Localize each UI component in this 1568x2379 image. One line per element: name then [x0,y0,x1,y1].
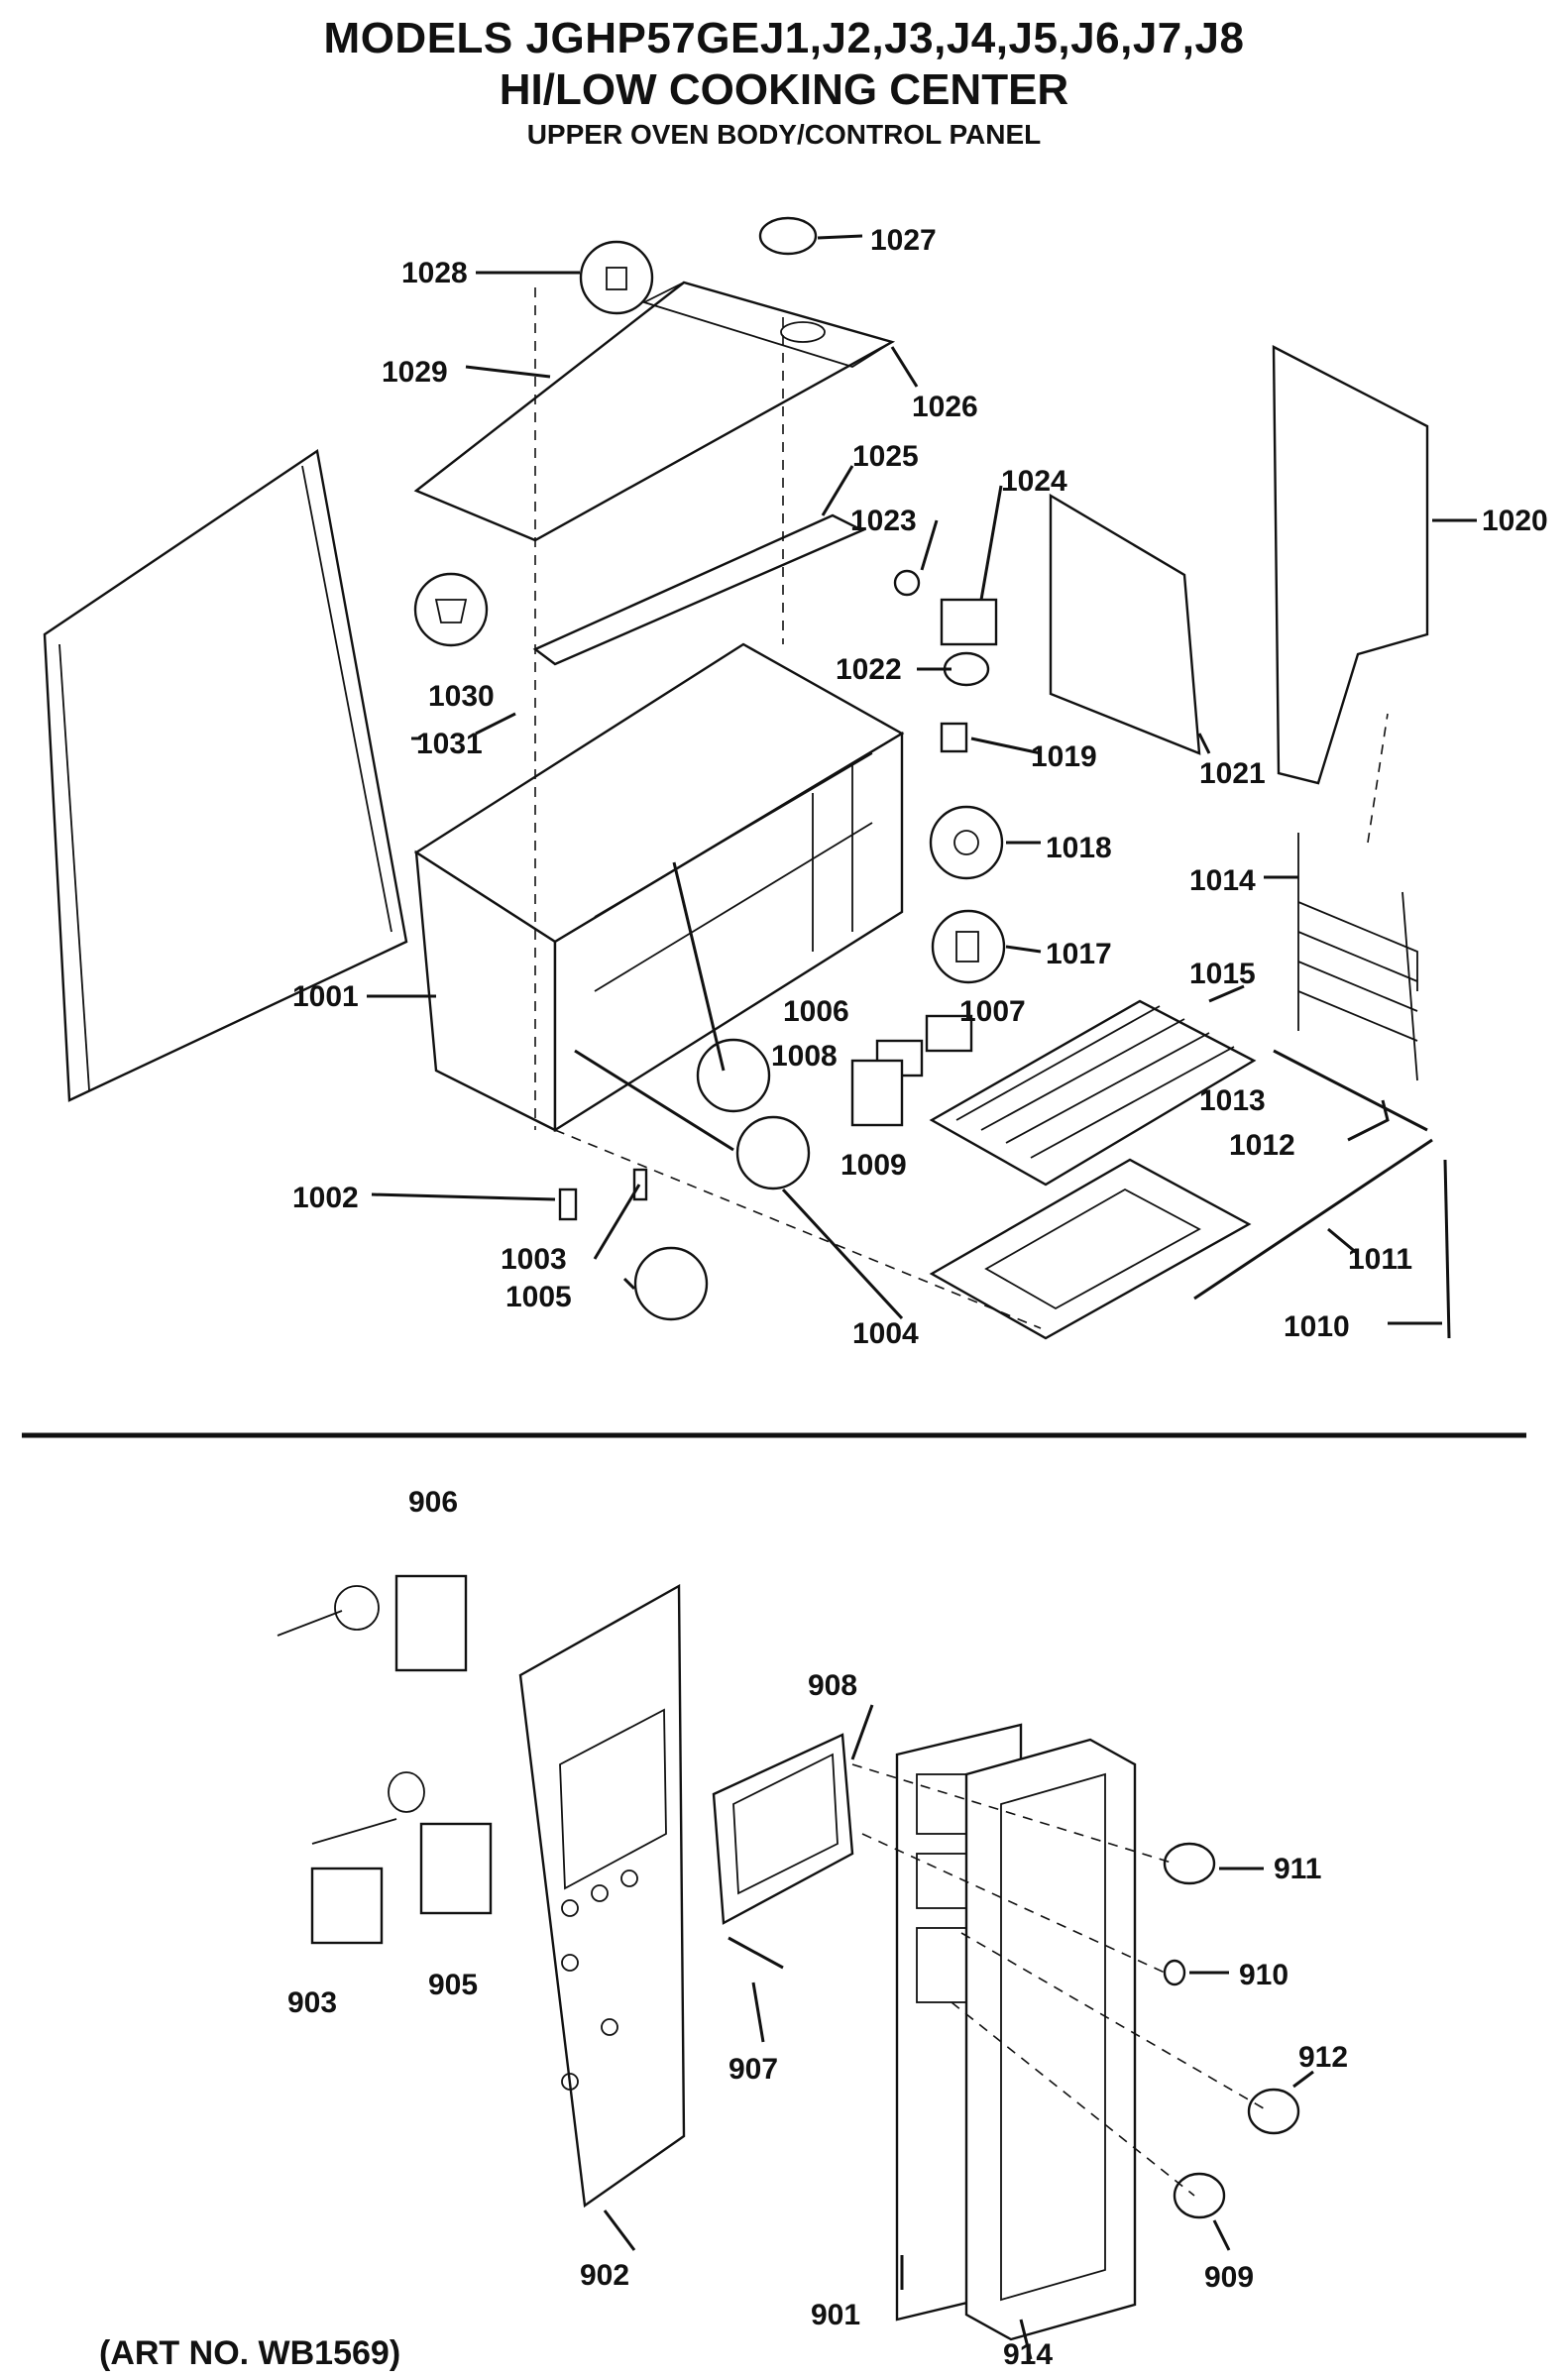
label-1023: 1023 [850,505,917,537]
label-914: 914 [1003,2338,1053,2371]
label-907: 907 [728,2053,778,2086]
knob-909 [1173,2172,1226,2219]
diagram-subtitle: HI/LOW COOKING CENTER [499,65,1069,114]
label-1006: 1006 [783,995,849,1028]
switch-903 [310,1867,384,1945]
label-1012: 1012 [1229,1129,1295,1162]
art-number: (ART NO. WB1569) [99,2334,401,2372]
label-1001: 1001 [292,980,359,1013]
knob-911 [1163,1842,1216,1885]
label-1025: 1025 [852,440,919,473]
label-1018: 1018 [1046,832,1112,864]
label-1008: 1008 [771,1040,838,1073]
side-shield-1020 [1272,345,1429,785]
knob-912 [1247,2088,1300,2135]
clock-timer-908 [712,1733,854,1925]
sensor-907 [728,1936,784,1970]
rod-1012 [1273,1049,1428,1132]
top-panel-1026 [413,281,896,542]
broil-pan-1013 [929,1158,1252,1340]
diagram-title: MODELS JGHP57GEJ1,J2,J3,J4,J5,J6,J7,J8 [323,14,1245,62]
clip-1030 [413,572,489,647]
label-1009: 1009 [840,1149,907,1182]
label-902: 902 [580,2259,629,2292]
label-1015: 1015 [1189,958,1256,990]
part-1007 [925,1014,973,1053]
label-1010: 1010 [1284,1310,1350,1343]
label-1005: 1005 [505,1281,572,1313]
label-1020: 1020 [1482,505,1548,537]
label-1022: 1022 [836,653,902,686]
label-1013: 1013 [1199,1084,1266,1117]
oven-body-group: 1028 1029 1027 1026 1025 1024 1023 1020 … [43,216,1548,1350]
wire-part-1023 [893,569,921,597]
screw-1005 [633,1246,709,1321]
trim-frame-914 [964,1738,1137,2341]
hinge-1004 [735,1115,811,1190]
label-1031: 1031 [416,728,483,760]
bracket-1025 [532,513,865,666]
label-1003: 1003 [501,1243,567,1276]
cap-1027 [758,216,818,256]
label-908: 908 [808,1669,857,1702]
label-1014: 1014 [1189,864,1256,897]
label-1002: 1002 [292,1182,359,1214]
label-903: 903 [287,1986,337,2019]
label-1019: 1019 [1031,740,1097,773]
side-panel-1031 [43,448,408,1102]
spring-910 [1163,1959,1186,1986]
label-1011: 1011 [1348,1243,1412,1276]
label-1004: 1004 [852,1317,919,1350]
label-1024: 1024 [1001,465,1067,498]
part-1003 [632,1168,648,1201]
label-901: 901 [811,2299,860,2331]
switch-905 [311,1771,493,1915]
terminal-block-1019 [940,722,968,753]
lamp-socket-1024 [940,598,998,646]
diagram-section-title: UPPER OVEN BODY/CONTROL PANEL [526,119,1042,150]
label-1021: 1021 [1199,757,1266,790]
thermostat-906 [277,1574,468,1672]
label-905: 905 [428,1969,478,2001]
label-1017: 1017 [1046,938,1112,970]
back-bracket-1021 [1049,493,1201,755]
control-panel-group: 906 908 911 910 903 905 912 907 902 909 … [277,1486,1348,2371]
part-1009 [850,1059,904,1127]
control-backplate-902 [518,1583,686,2209]
label-911: 911 [1274,1853,1321,1885]
rod-1011 [1193,1138,1433,1301]
label-1029: 1029 [382,356,448,389]
plug-1018 [929,805,1004,880]
label-910: 910 [1239,1959,1288,1991]
label-1030: 1030 [428,680,495,713]
label-909: 909 [1204,2261,1254,2294]
oven-body-1001 [413,642,905,1133]
heating-element-1014 [1297,833,1418,1081]
label-1026: 1026 [912,391,978,423]
hinge-1006 [696,1038,771,1113]
label-906: 906 [408,1486,458,1519]
label-1028: 1028 [401,257,468,289]
rod-1010 [1443,1159,1451,1339]
label-1027: 1027 [870,224,937,257]
part-1002 [558,1188,578,1221]
oven-rack-1015 [929,999,1257,1187]
screw-1028 [579,240,654,315]
label-1007: 1007 [959,995,1026,1028]
label-912: 912 [1298,2041,1348,2074]
bracket-1017 [931,909,1006,984]
